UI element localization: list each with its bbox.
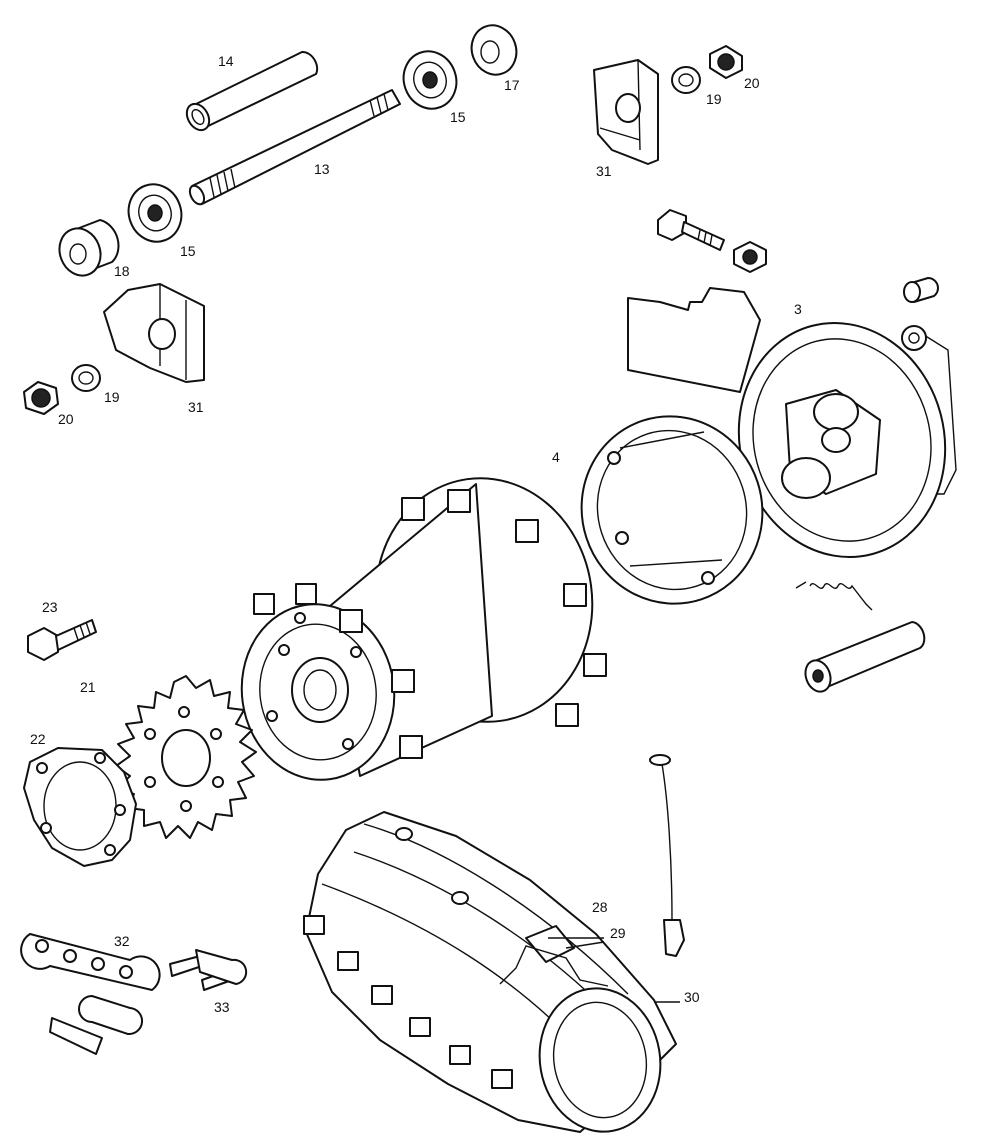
label-18: 18 bbox=[114, 263, 130, 279]
chain-master-link-part bbox=[169, 949, 248, 991]
tire-tread-part bbox=[303, 811, 677, 1133]
label-20-lower: 20 bbox=[58, 411, 74, 427]
label-33: 33 bbox=[214, 999, 230, 1015]
label-30: 30 bbox=[684, 989, 700, 1005]
label-15-upper: 15 bbox=[450, 109, 466, 125]
axle-adjuster-lower-part bbox=[103, 283, 205, 383]
label-20-upper: 20 bbox=[744, 75, 760, 91]
sleeve-tube-part bbox=[185, 50, 319, 132]
axle-adjuster-upper-part bbox=[593, 59, 659, 165]
spacer-lower-part bbox=[58, 219, 120, 277]
bearing-lower-part bbox=[127, 183, 183, 243]
axle-shaft-part bbox=[188, 89, 401, 206]
spacer-upper-part bbox=[470, 24, 518, 76]
brake-plate-part bbox=[627, 287, 957, 558]
washer-lower-part bbox=[71, 364, 101, 392]
bearing-upper-part bbox=[402, 50, 458, 110]
sprocket-part bbox=[115, 675, 257, 839]
leader-lines bbox=[548, 937, 680, 1003]
spoke-part bbox=[649, 754, 685, 957]
label-21: 21 bbox=[80, 679, 96, 695]
nut-lower-part bbox=[23, 381, 59, 415]
rim-clip-part bbox=[499, 925, 609, 987]
label-29: 29 bbox=[610, 925, 626, 941]
label-19-lower: 19 bbox=[104, 389, 120, 405]
label-28: 28 bbox=[592, 899, 608, 915]
washer-upper-part bbox=[671, 66, 701, 94]
label-31-lower: 31 bbox=[188, 399, 204, 415]
brake-pin-part bbox=[804, 621, 926, 693]
nut-upper-part bbox=[709, 45, 743, 79]
label-31-upper: 31 bbox=[596, 163, 612, 179]
label-19-upper: 19 bbox=[706, 91, 722, 107]
sprocket-gasket-part bbox=[23, 747, 137, 867]
bushing-part bbox=[903, 277, 939, 303]
brake-bolt-part bbox=[657, 209, 767, 273]
wheel-hub-part bbox=[240, 477, 607, 781]
brake-shoes-part bbox=[580, 415, 764, 605]
label-22: 22 bbox=[30, 731, 46, 747]
label-4: 4 bbox=[552, 449, 560, 465]
label-13: 13 bbox=[314, 161, 330, 177]
drive-chain-part bbox=[20, 933, 161, 1055]
hub-bolt-part bbox=[27, 619, 97, 661]
label-32: 32 bbox=[114, 933, 130, 949]
label-23: 23 bbox=[42, 599, 58, 615]
return-spring-part bbox=[795, 581, 873, 611]
label-14: 14 bbox=[218, 53, 234, 69]
label-17: 17 bbox=[504, 77, 520, 93]
label-15-lower: 15 bbox=[180, 243, 196, 259]
label-3: 3 bbox=[794, 301, 802, 317]
